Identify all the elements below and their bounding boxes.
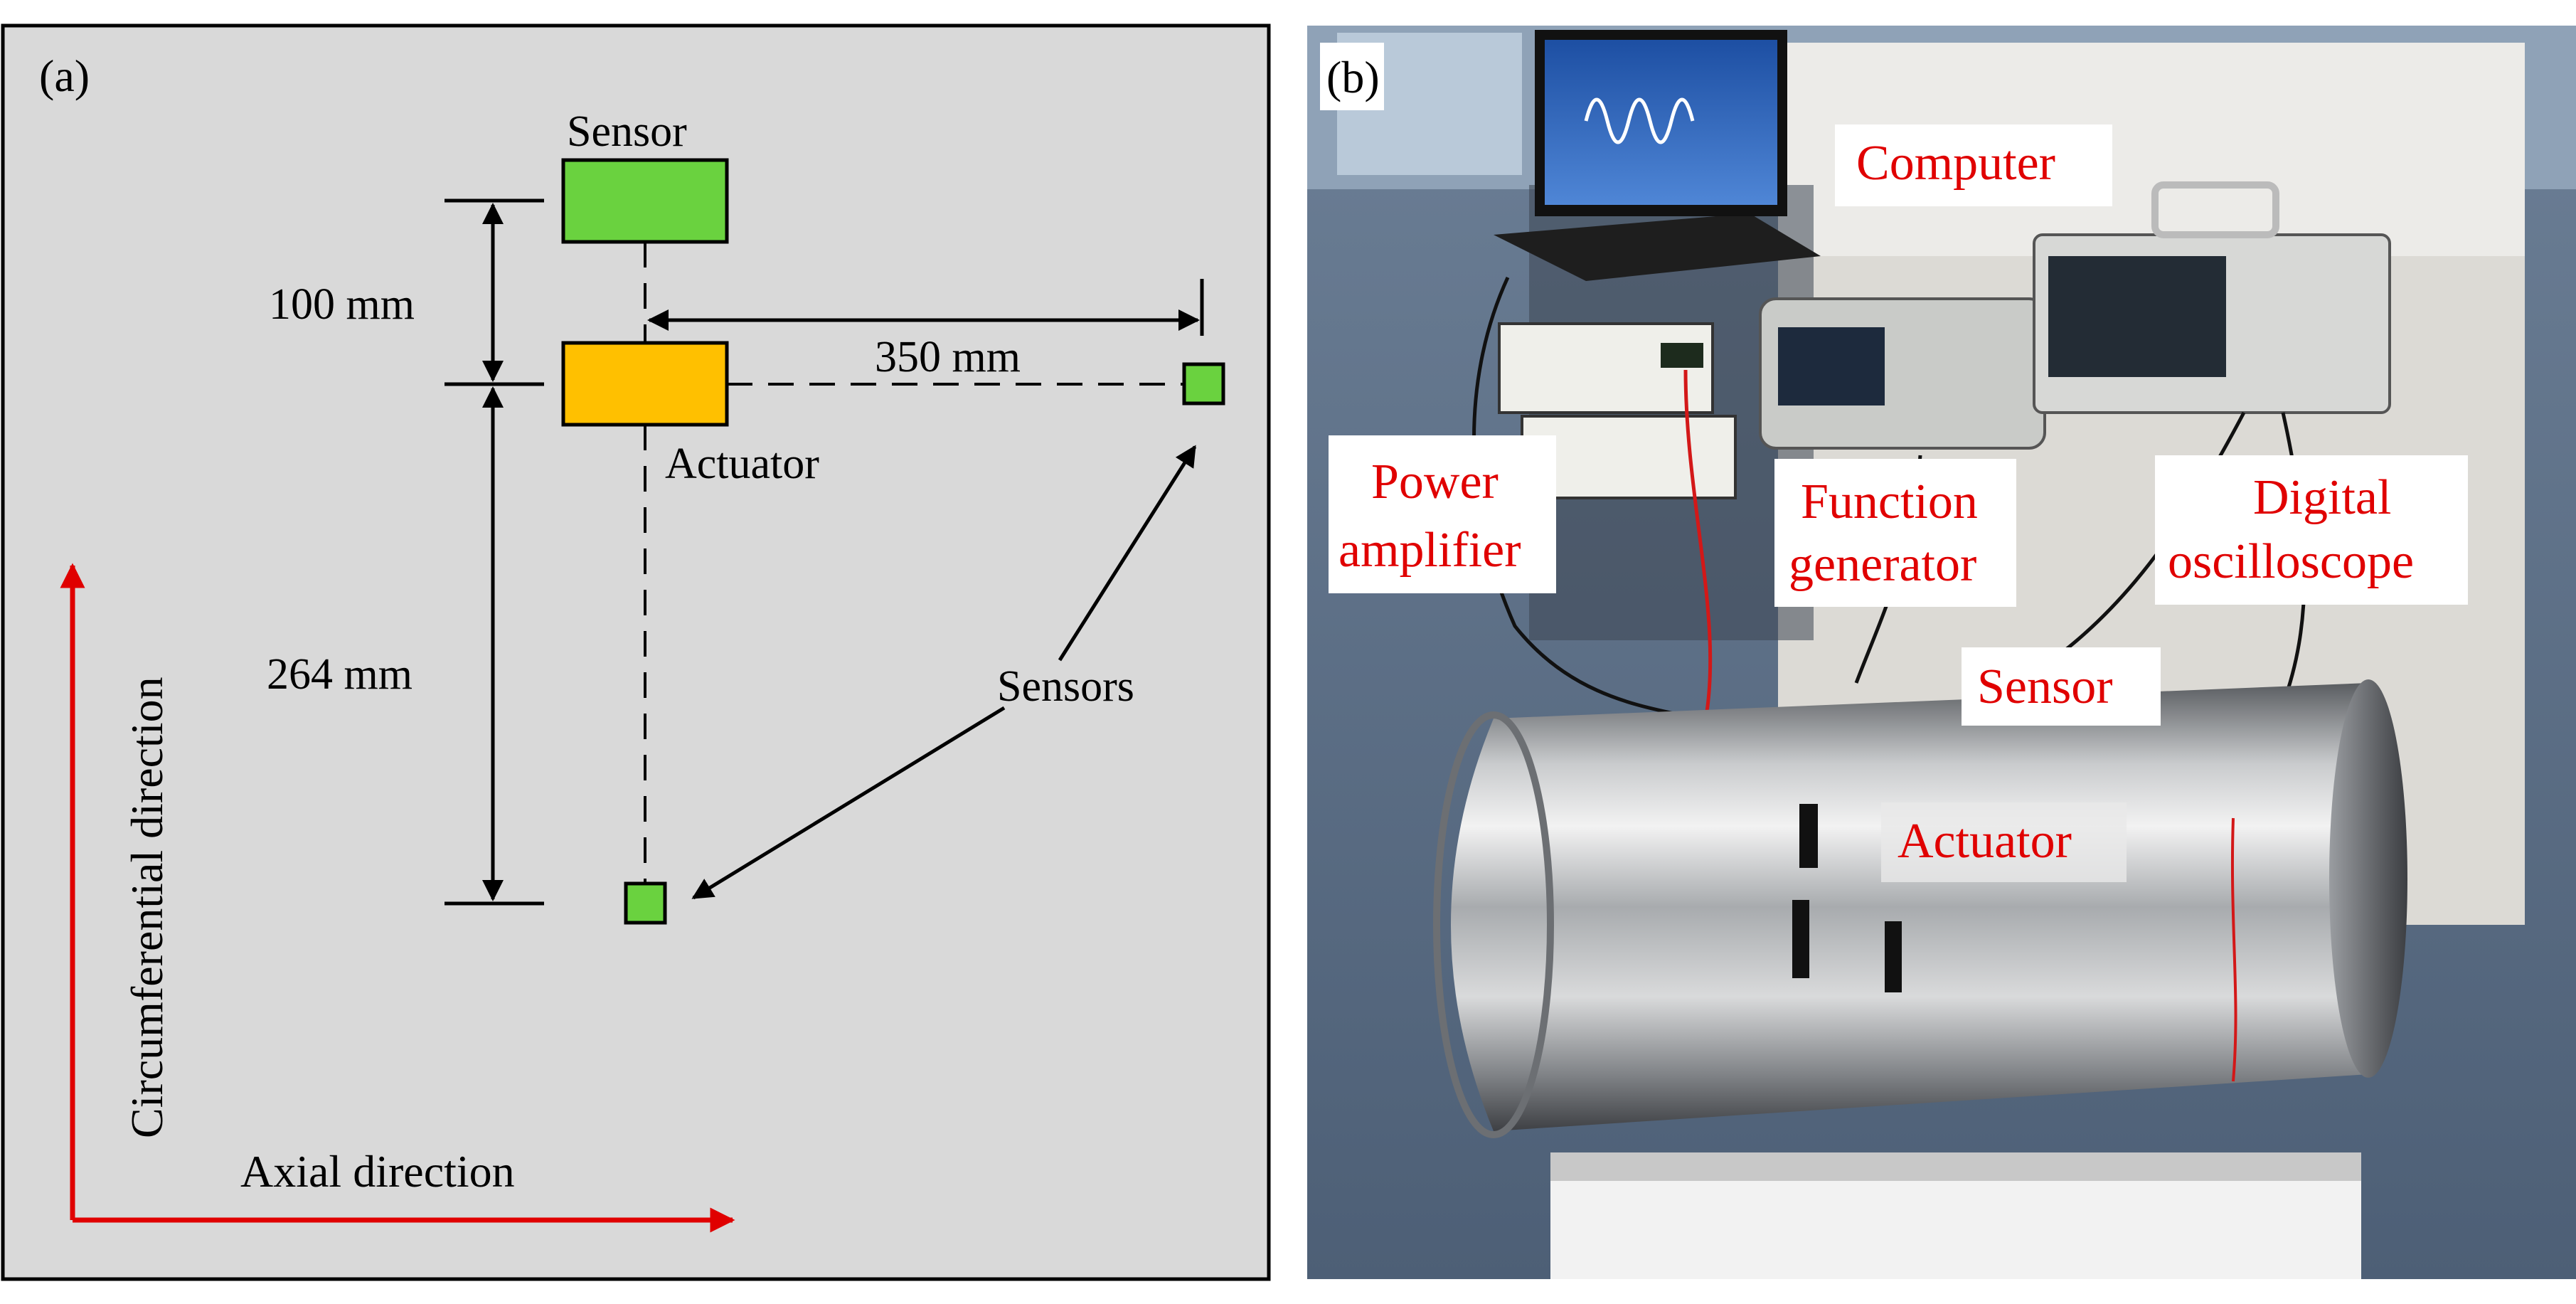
dim-label-100: 100 mm [269, 280, 415, 329]
sensor-bottom [624, 881, 667, 925]
panel-b-label-box [1320, 43, 1384, 110]
oscilloscope-handle [2151, 181, 2279, 238]
cylinder-body [1451, 683, 2400, 1131]
cylinder-end-cap [2329, 679, 2407, 1078]
cylinder-wire [2230, 817, 2237, 1082]
sensor-top [561, 158, 729, 244]
panel-a-label: (a) [39, 51, 90, 101]
callout-box-sensor [1962, 647, 2161, 726]
callout-sensor: Sensor [1977, 659, 2113, 714]
actuator-block [561, 341, 729, 427]
power-amplifier-unit-top [1498, 322, 1714, 414]
pointer-arrow-right-sensor [1058, 445, 1197, 662]
oscilloscope-screen [2048, 256, 2226, 377]
callout-digital-line1: Digital [2253, 470, 2391, 525]
axial-direction-label: Axial direction [240, 1146, 515, 1197]
laptop-screen [1545, 40, 1777, 205]
callout-digital-line2: oscilloscope [2168, 534, 2414, 589]
panel-b-label: (b) [1326, 52, 1380, 102]
callout-box-actuator [1881, 802, 2127, 882]
laptop-waveform [1584, 97, 1695, 144]
callout-power-line2: amplifier [1338, 523, 1521, 578]
callout-box-function-generator [1774, 459, 2016, 607]
sensor-patch-1 [1792, 900, 1809, 978]
callout-actuator: Actuator [1898, 814, 2072, 869]
actuator-label: Actuator [665, 440, 819, 488]
sensors-label: Sensors [997, 662, 1134, 711]
sensor-right [1182, 362, 1225, 405]
callout-box-digital-oscilloscope [2155, 455, 2468, 605]
callout-function-line1: Function [1801, 475, 1978, 529]
callout-computer: Computer [1856, 136, 2055, 191]
laptop-body [1494, 213, 1821, 281]
panel-a: (a) 100 mm 264 mm 350 mm Sensor Actuator… [1, 23, 1271, 1281]
panel-b: (b) Computer Power amplifier Function ge… [1307, 26, 2576, 1279]
callout-power-line1: Power [1371, 455, 1499, 509]
dim-label-264: 264 mm [267, 650, 413, 699]
sensor-patch-2 [1885, 921, 1902, 992]
circumferential-direction-label: Circumferential direction [122, 677, 172, 1138]
callout-box-computer [1835, 124, 2112, 206]
foam-support-shadow [1550, 1152, 2361, 1181]
actuator-patch [1799, 804, 1818, 868]
cylinder-front-ring [1433, 711, 1554, 1138]
callout-box-power-amplifier [1329, 435, 1556, 593]
pointer-arrow-bottom-sensor [691, 706, 1006, 900]
sensor-label: Sensor [567, 107, 687, 156]
callout-function-line2: generator [1789, 537, 1976, 592]
function-generator-screen [1778, 327, 1885, 405]
power-amplifier-display [1661, 343, 1703, 368]
dim-label-350: 350 mm [875, 333, 1021, 381]
